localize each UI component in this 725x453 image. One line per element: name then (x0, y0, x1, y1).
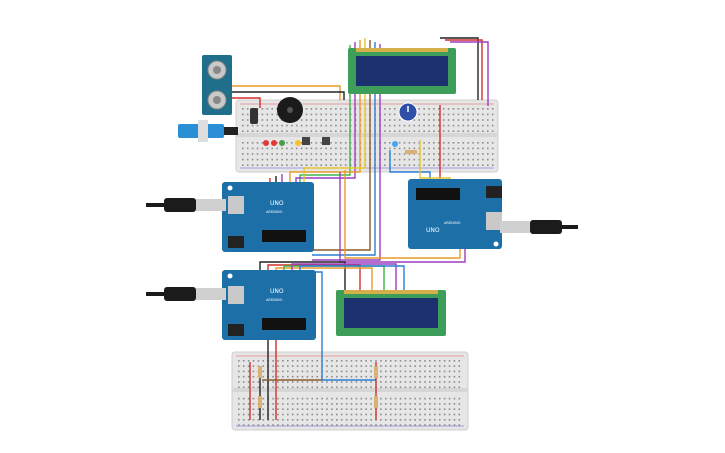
servo-motor (178, 120, 238, 142)
piezo-buzzer (277, 97, 303, 123)
capacitor (250, 108, 258, 124)
breadboard-bottom (231, 351, 469, 431)
arduino-right: UNO ARDUINO (408, 179, 502, 249)
arduino-maker: ARDUINO (266, 210, 283, 214)
wires (232, 37, 489, 420)
resistor-top (405, 150, 417, 154)
usb-cable-top-left (146, 198, 226, 212)
arduino-label: UNO (270, 288, 284, 295)
led-group (263, 140, 301, 146)
arduino-left-top: UNO ARDUINO (222, 182, 314, 252)
ultrasonic-sensor (202, 55, 232, 115)
arduino-maker: ARDUINO (266, 298, 283, 302)
resistors-bottom (258, 366, 378, 408)
push-buttons (302, 137, 330, 145)
usb-cable-bottom-left (146, 287, 226, 301)
led-blue (392, 141, 398, 147)
arduino-label: UNO (270, 200, 284, 207)
lcd-top (348, 48, 456, 94)
usb-cable-right (500, 220, 578, 234)
arduino-maker: ARDUINO (444, 221, 461, 225)
arduino-left-bottom: UNO ARDUINO (222, 270, 316, 340)
lcd-bottom (336, 290, 446, 336)
potentiometer (398, 102, 418, 122)
arduino-label: UNO (426, 227, 440, 234)
breadboard-top (235, 99, 499, 173)
